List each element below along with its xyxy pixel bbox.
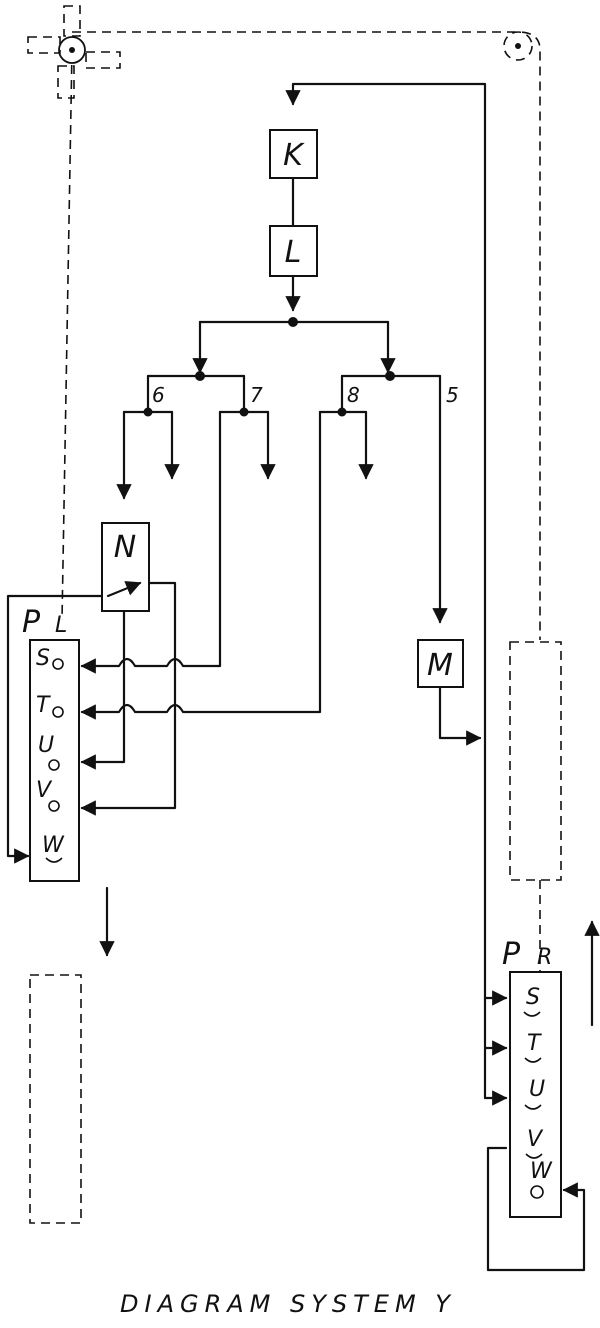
panel-left-port-s: S <box>36 646 50 671</box>
box-m-label: M <box>427 648 453 683</box>
box-n-label: N <box>114 530 136 565</box>
panel-left-port-t: T <box>36 693 51 718</box>
panel-right-port-u: U <box>529 1077 545 1102</box>
branch-label-7: 7 <box>250 383 263 407</box>
fan-rotor-icon <box>27 5 121 99</box>
dashed-panel-left-lower <box>29 974 82 1224</box>
panel-left-port-u: U <box>38 733 54 758</box>
panel-left-side-label: L <box>55 613 67 638</box>
panel-right <box>509 971 562 1218</box>
box-l-label: L <box>285 235 302 270</box>
panel-left-ports: S T U V W <box>36 646 65 863</box>
panel-right-side-label: R <box>537 945 552 970</box>
panel-left-port-w: W <box>42 833 65 858</box>
panel-left-p-label: P <box>22 605 41 640</box>
branch-label-6: 6 <box>152 383 165 407</box>
switch-arrow-icon <box>106 581 142 598</box>
feed-line <box>285 82 487 737</box>
panel-right-p-label: P <box>502 937 521 972</box>
panel-right-port-t: T <box>527 1031 542 1056</box>
panel-right-port-s: S <box>526 985 540 1010</box>
branch-label-8: 8 <box>347 383 360 407</box>
dashed-frame <box>61 31 541 985</box>
box-l <box>269 225 318 277</box>
panel-right-port-w: W <box>530 1159 553 1184</box>
branch-label-5: 5 <box>446 383 459 407</box>
box-m <box>417 639 464 688</box>
panel-right-port-v: V <box>527 1127 544 1152</box>
panel-left-port-v: V <box>36 778 53 803</box>
diagram-caption: DIAGRAM SYSTEM Y <box>120 1290 456 1318</box>
panel-right-ports: S T U V W <box>523 985 553 1199</box>
box-k-label: K <box>283 138 305 173</box>
dashed-panel-right-upper <box>509 641 562 881</box>
